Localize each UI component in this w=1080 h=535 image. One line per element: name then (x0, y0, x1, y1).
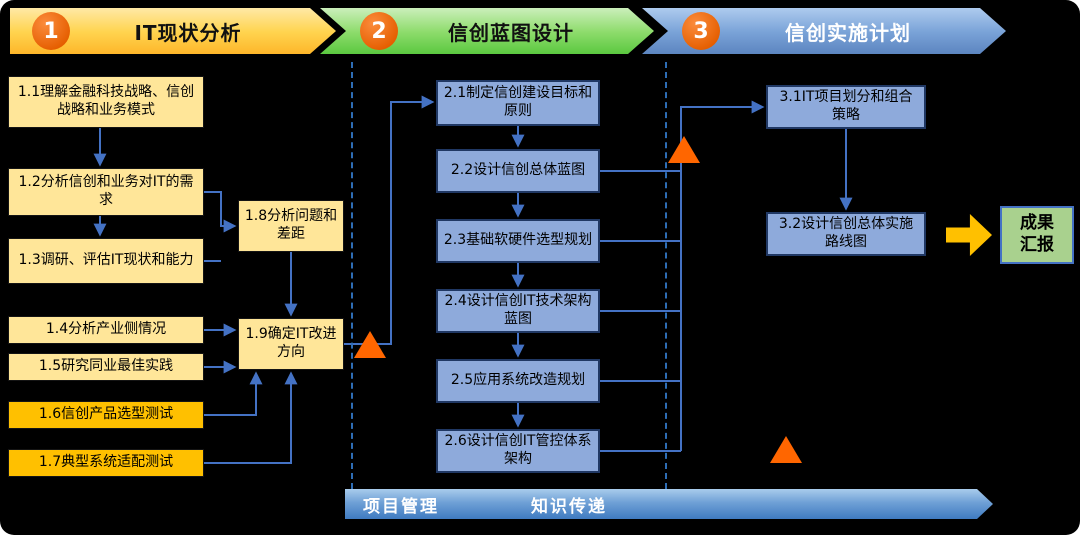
task-box-2-6: 2.6设计信创IT管控体系架构 (436, 429, 600, 473)
phase-banner-1: 1 IT现状分析 (10, 8, 336, 54)
task-box-1-2: 1.2分析信创和业务对IT的需求 (8, 168, 204, 216)
task-box-2-1: 2.1制定信创建设目标和原则 (436, 80, 600, 126)
task-box-2-2: 2.2设计信创总体蓝图 (436, 149, 600, 193)
task-box-1-6: 1.6信创产品选型测试 (8, 401, 204, 429)
phase-banner-2: 2 信创蓝图设计 (320, 8, 654, 54)
task-box-1-7: 1.7典型系统适配测试 (8, 449, 204, 477)
task-box-1-1: 1.1理解金融科技战略、信创战略和业务模式 (8, 76, 204, 128)
phase-divider-1 (351, 62, 353, 489)
result-arrow-icon (946, 214, 992, 256)
milestone-triangle-icon (668, 136, 700, 163)
phase-badge-2: 2 (360, 12, 398, 50)
milestone-triangle-icon (770, 436, 802, 463)
task-box-2-5: 2.5应用系统改造规划 (436, 359, 600, 403)
bottom-process-bar: 项目管理 知识传递 (345, 489, 993, 519)
task-box-1-8: 1.8分析问题和差距 (238, 200, 344, 252)
task-box-3-1: 3.1IT项目划分和组合策略 (766, 85, 926, 129)
phase-divider-2 (665, 62, 667, 489)
phase-badge-1: 1 (32, 12, 70, 50)
project-management-label: 项目管理 (363, 496, 439, 517)
result-box: 成果汇报 (1000, 206, 1074, 264)
phase-badge-3: 3 (682, 12, 720, 50)
phase-banner-3: 3 信创实施计划 (642, 8, 1006, 54)
phase-title-3: 信创实施计划 (785, 20, 911, 45)
task-box-1-5: 1.5研究同业最佳实践 (8, 353, 204, 381)
task-box-1-4: 1.4分析产业侧情况 (8, 316, 204, 344)
phase-title-2: 信创蓝图设计 (448, 20, 574, 45)
task-box-2-3: 2.3基础软硬件选型规划 (436, 219, 600, 263)
milestone-triangle-icon (354, 331, 386, 358)
phase-title-1: IT现状分析 (134, 20, 242, 45)
task-box-1-3: 1.3调研、评估IT现状和能力 (8, 238, 204, 284)
task-box-2-4: 2.4设计信创IT技术架构蓝图 (436, 289, 600, 333)
knowledge-transfer-label: 知识传递 (531, 496, 607, 517)
task-box-3-2: 3.2设计信创总体实施路线图 (766, 212, 926, 256)
task-box-1-9: 1.9确定IT改进方向 (238, 318, 344, 370)
